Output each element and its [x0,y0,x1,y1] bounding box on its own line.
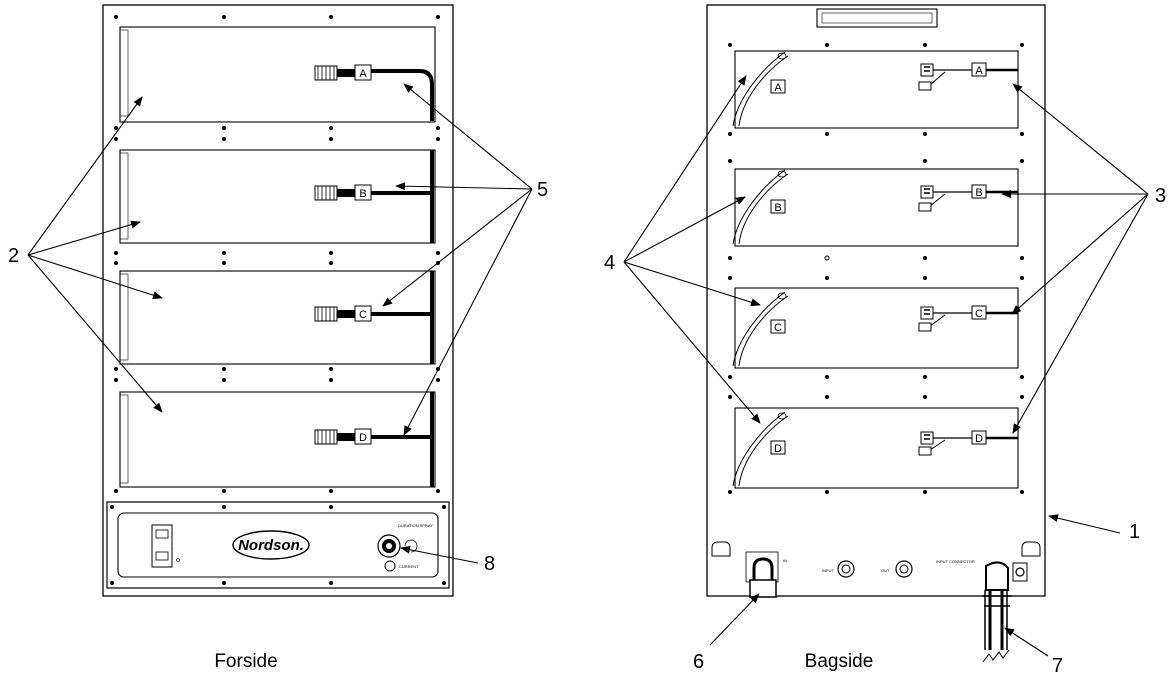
back-module-d: D D [732,407,1019,489]
main-switch: DURATION SPRAY CURRENT [377,523,433,572]
logo-text: Nordson. [238,537,304,554]
output-fitting: OUT [881,560,913,578]
nordson-logo: Nordson. [232,530,310,560]
front-module-d: D [119,391,436,488]
back-label-b: B [774,202,781,214]
callout-3: 3 [1155,185,1166,207]
back-label-c: C [774,322,782,334]
back-conn-label-a: A [975,65,983,77]
input-fitting: INPUT [822,560,855,578]
ground-terminal [1012,562,1028,582]
back-caption: Bagside [805,651,874,672]
power-cable [982,561,1012,663]
front-view: A B [102,4,454,672]
leader-lines [27,75,1149,657]
front-label-c: C [359,309,367,321]
handle [816,8,938,28]
front-module-b: B [119,149,436,244]
back-connector-a: A [918,62,1018,91]
front-label-b: B [359,188,366,200]
back-connector-c: C [918,305,1018,332]
input-label: INPUT [822,568,835,573]
back-module-c: C C [732,287,1019,369]
back-label-a: A [774,82,782,94]
back-label-d: D [774,443,782,455]
back-screws [728,43,1024,494]
switch-label-top: DURATION SPRAY [398,523,433,528]
front-label-a: A [359,68,367,80]
front-connector-d: D [314,392,434,487]
callout-5: 5 [537,179,548,201]
front-connector-b: B [314,150,434,243]
callout-labels: 1 2 3 4 5 6 7 8 [8,179,1166,677]
out-label: OUT [881,568,890,573]
note-label: INPUT CONNECTOR [936,559,975,564]
back-enclosure-outline [706,4,1046,597]
front-caption: Forside [214,651,277,672]
callout-8: 8 [484,553,495,575]
front-module-a: A [119,26,436,123]
back-module-b: B B [732,168,1019,247]
front-control-panel: Nordson. DURATION SPRAY CURRENT [106,501,450,589]
front-label-d: D [359,432,367,444]
callout-2: 2 [8,245,19,267]
back-module-a: A A [732,50,1019,129]
back-conn-label-d: D [975,433,983,445]
back-view: A A B [706,4,1046,672]
callout-1: 1 [1129,521,1140,543]
front-connector-a: A [314,64,434,121]
back-connector-d: D [918,430,1018,456]
inlet-padlock: IN [745,551,787,598]
front-connector-c: C [314,271,434,364]
in-label: IN [783,558,787,563]
back-bottom-hardware: IN INPUT OUT INPUT CONNECTOR [711,541,1041,663]
callout-6: 6 [693,651,704,673]
switch-label-bottom: CURRENT [399,564,419,569]
indicator-display [151,524,180,568]
callout-4: 4 [604,252,615,274]
back-connector-b: B [918,184,1018,212]
back-conn-label-b: B [975,187,982,199]
front-screws [114,15,440,493]
front-module-c: C [119,270,436,365]
front-enclosure-outline [102,4,454,597]
back-conn-label-c: C [975,308,983,320]
callout-7: 7 [1052,655,1063,677]
